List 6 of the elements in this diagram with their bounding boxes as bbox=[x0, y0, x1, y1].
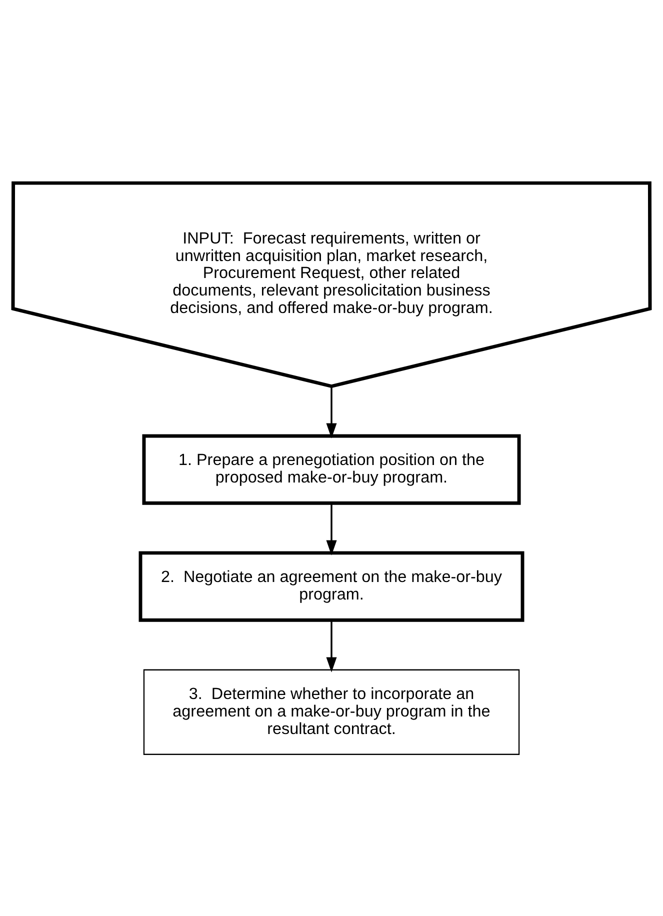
arrow bbox=[326, 386, 337, 438]
arrow bbox=[326, 503, 337, 556]
node-box: 1. Prepare a prenegotiation position on the proposed make-or-buy program. bbox=[142, 434, 521, 505]
node-box: 2. Negotiate an agreement on the make-or-buy program. bbox=[138, 551, 524, 622]
node-box: 3. Determine whether to incorporate an agreement on a make-or-buy program in the resultant contract. bbox=[143, 669, 520, 755]
arrow bbox=[326, 620, 337, 672]
